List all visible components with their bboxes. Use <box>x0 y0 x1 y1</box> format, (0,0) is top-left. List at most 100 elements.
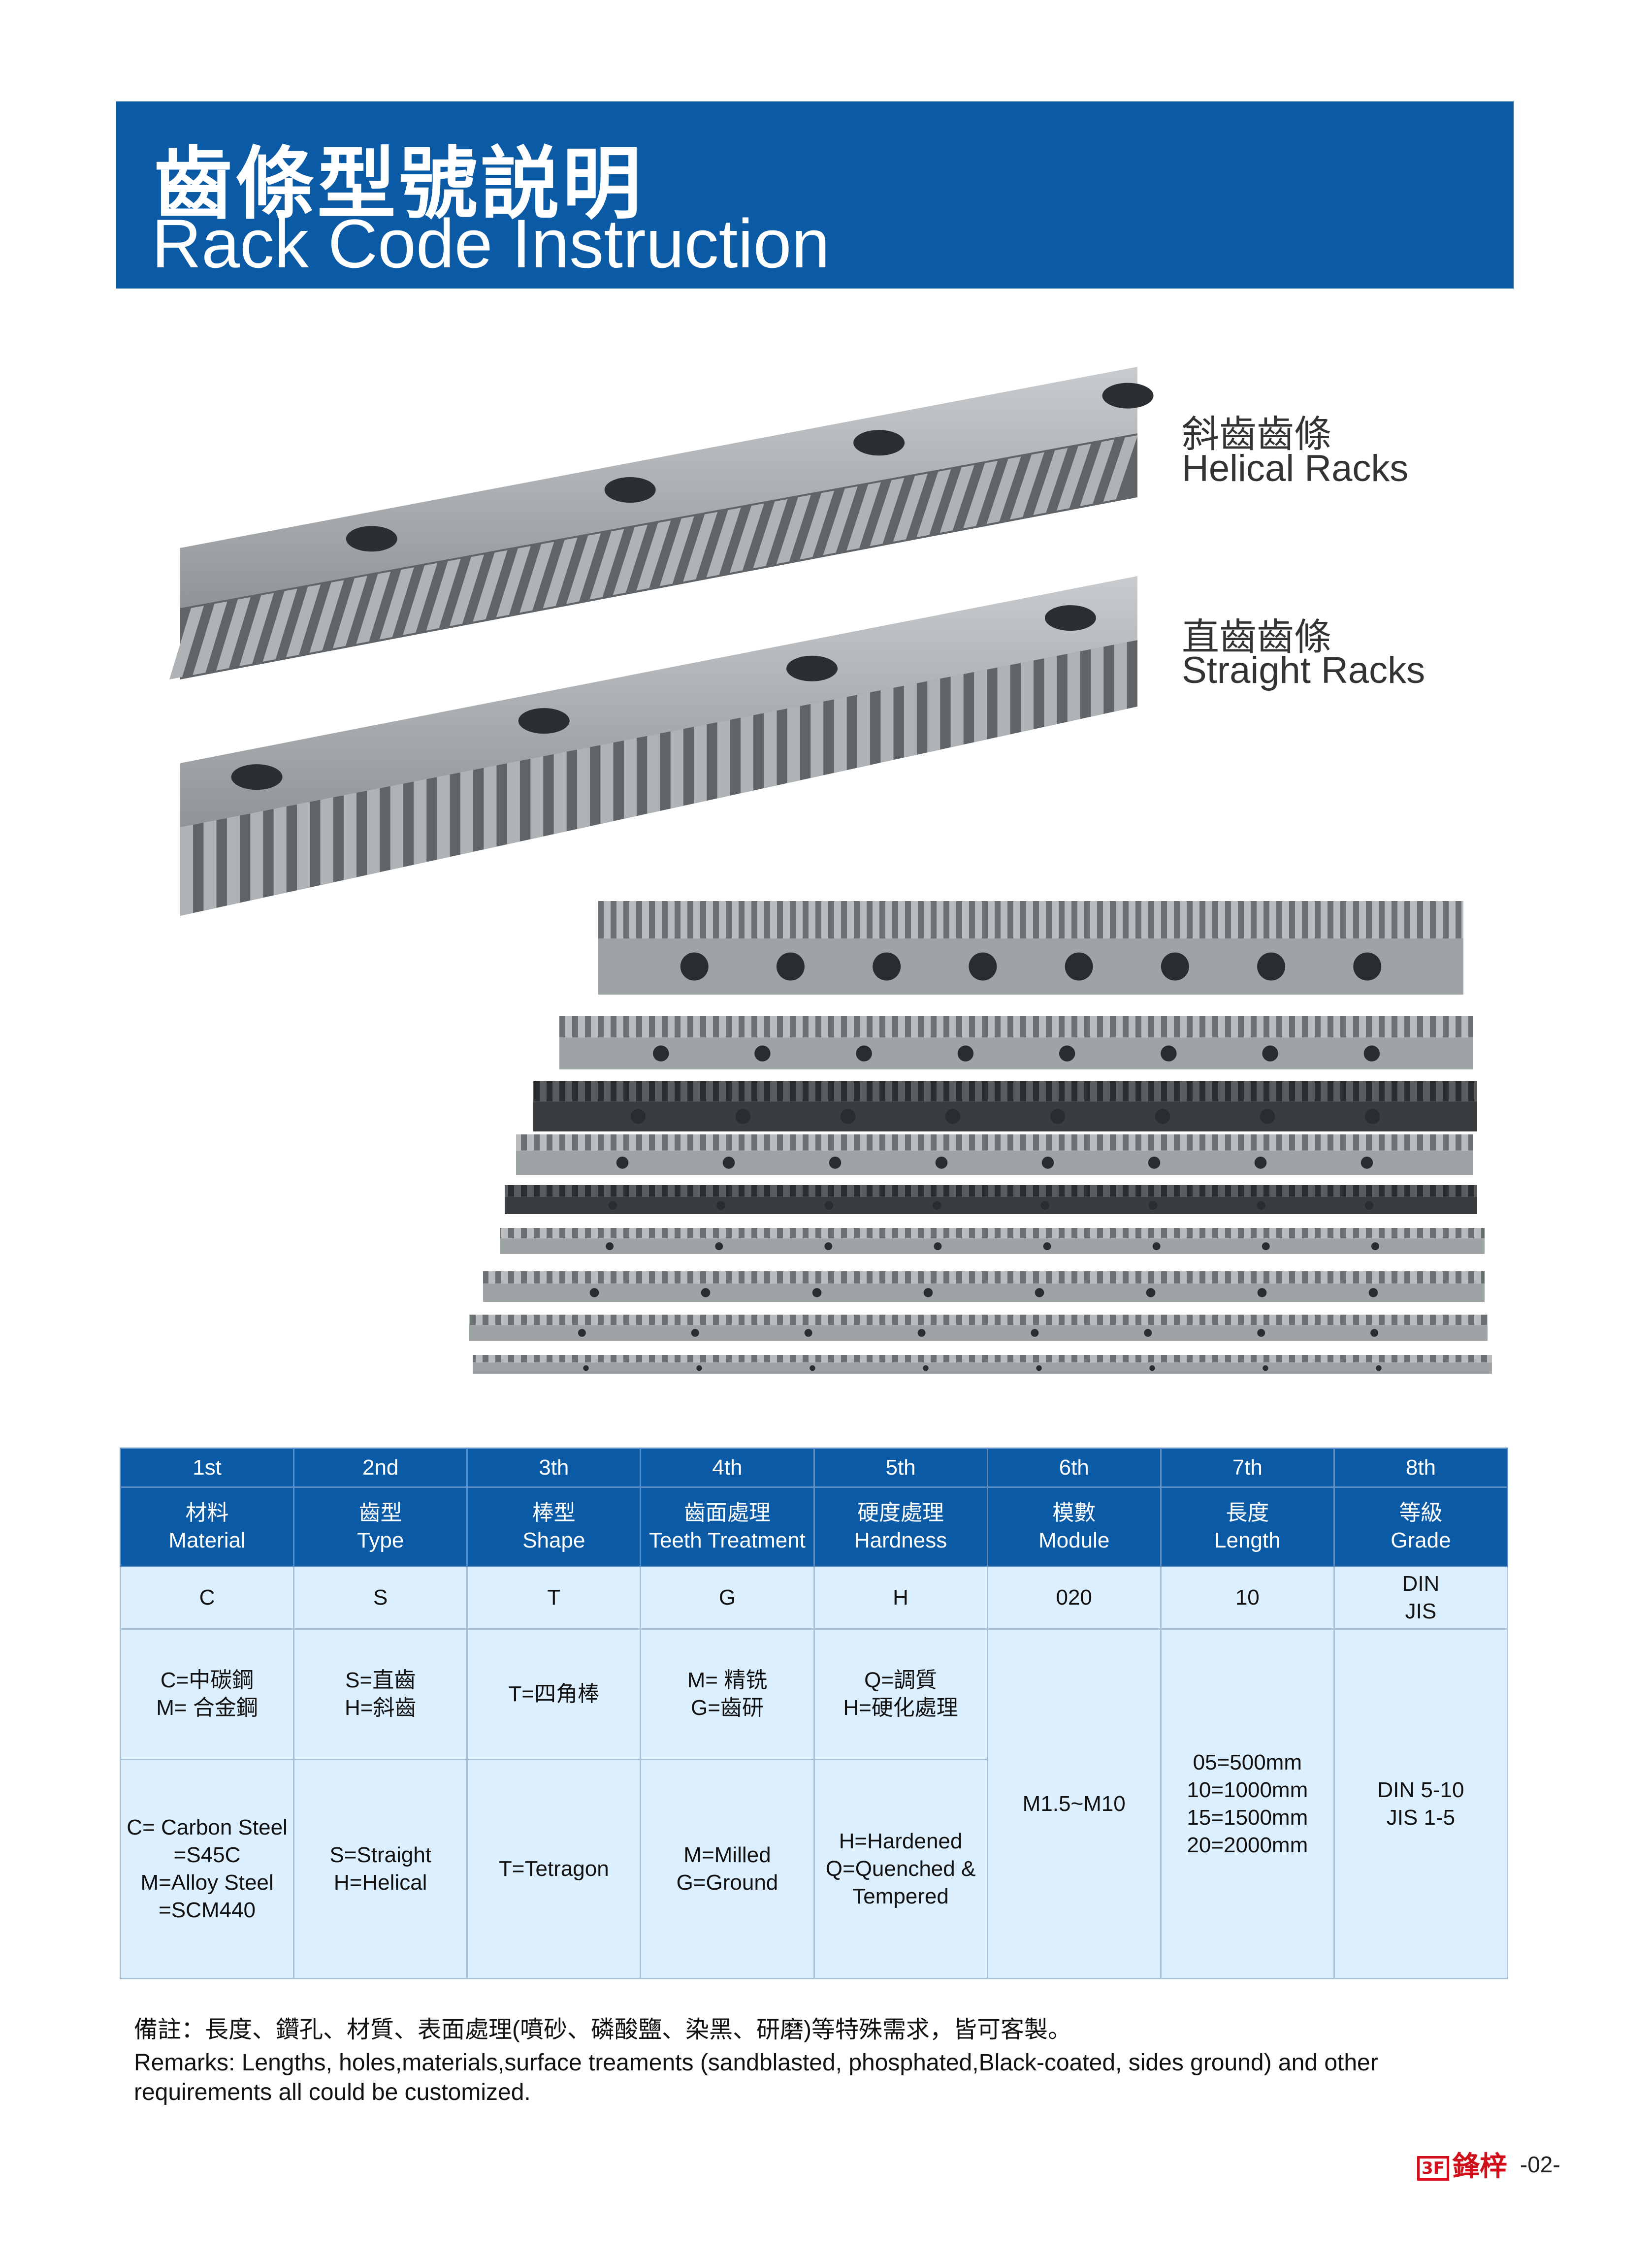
mounting-hole <box>1263 1365 1268 1371</box>
code-desc-cn: C=中碳鋼 M= 合金鋼 <box>119 1628 295 1760</box>
rack-tooth <box>1044 655 1057 727</box>
rack-sample-3 <box>533 1081 1477 1131</box>
rack-tooth <box>414 779 427 865</box>
mounting-hole <box>608 1201 617 1210</box>
mounting-hole <box>1065 952 1093 981</box>
rack-tooth <box>589 529 624 600</box>
mounting-hole <box>923 1288 933 1297</box>
mounting-hole <box>583 1365 589 1371</box>
rack-sample-5 <box>505 1185 1477 1214</box>
rack-tooth <box>636 520 671 591</box>
code-desc-cn: S=直齒 H=斜齒 <box>293 1628 468 1760</box>
mounting-hole <box>1102 383 1154 409</box>
mounting-hole <box>691 1329 699 1337</box>
rack-tooth <box>193 601 227 675</box>
mounting-hole <box>518 708 570 734</box>
mounting-hole <box>804 1329 812 1337</box>
mounting-hole <box>923 1365 929 1371</box>
mounting-hole <box>1376 1365 1382 1371</box>
rack-sample-7 <box>483 1271 1485 1302</box>
rack-tooth <box>706 508 741 578</box>
mounting-hole <box>722 1157 735 1169</box>
mounting-hole <box>1360 1157 1373 1169</box>
header-en: Grade <box>1391 1528 1451 1552</box>
mounting-hole <box>957 1045 974 1062</box>
column-position: 6th <box>986 1448 1162 1488</box>
helical-rack-image <box>169 367 1154 679</box>
rack-tooth <box>203 820 217 911</box>
column-position: 2nd <box>293 1448 468 1488</box>
rack-tooth <box>694 724 707 804</box>
remarks-en-line1: Remarks: Lengths, holes,materials,surfac… <box>134 2050 1378 2076</box>
rack-tooth <box>893 473 928 542</box>
rack-tooth <box>997 665 1010 738</box>
mounting-hole <box>616 1157 629 1169</box>
column-position: 3th <box>466 1448 642 1488</box>
mounting-hole <box>856 1045 872 1062</box>
mounting-hole <box>1035 1288 1044 1297</box>
grade-range: DIN 5-10 JIS 1-5 <box>1333 1628 1509 1979</box>
length-codes: 05=500mm 10=1000mm 15=1500mm 20=2000mm <box>1160 1628 1335 1979</box>
mounting-hole <box>1152 1242 1161 1251</box>
mounting-hole <box>716 1201 725 1210</box>
rack-tooth <box>1056 444 1091 511</box>
code-desc-cn: Q=調質 H=硬化處理 <box>813 1628 988 1760</box>
rack-tooth <box>367 788 380 875</box>
rack-tooth <box>787 706 800 783</box>
rack-tooth <box>530 756 544 839</box>
rack-tooth <box>613 524 648 595</box>
title-banner: 齒條型號説明 Rack Code Instruction <box>116 101 1514 289</box>
header-cn: 等級 <box>1399 1501 1443 1525</box>
code-desc-en: C= Carbon Steel =S45C M=Alloy Steel =SCM… <box>119 1759 295 1979</box>
rack-tooth <box>484 765 497 850</box>
header-en: Shape <box>522 1528 585 1552</box>
mounting-hole <box>1371 1242 1379 1251</box>
mounting-hole <box>606 1242 614 1251</box>
rack-tooth <box>1091 646 1104 717</box>
rack-tooth <box>927 678 940 753</box>
rack-tooth <box>659 516 694 586</box>
rack-tooth <box>950 674 964 747</box>
mounting-hole <box>604 477 656 503</box>
rack-tooth <box>390 783 403 870</box>
rack-tooth <box>403 563 438 635</box>
mounting-hole <box>810 1365 815 1371</box>
rack-tooth <box>519 542 554 613</box>
mounting-hole <box>1364 1201 1374 1210</box>
rack-tooth <box>449 554 485 626</box>
mounting-hole <box>346 526 397 552</box>
rack-tooth <box>286 584 321 657</box>
mounting-hole <box>578 1329 586 1337</box>
column-position: 1st <box>119 1448 295 1488</box>
header-cn: 硬度處理 <box>857 1501 944 1525</box>
mounting-hole <box>824 1201 834 1210</box>
header-en: Material <box>168 1528 246 1552</box>
mounting-hole <box>1257 1329 1265 1337</box>
mounting-hole <box>1041 1157 1054 1169</box>
code-example: S <box>293 1566 468 1630</box>
mounting-hole <box>945 1109 961 1124</box>
rack-tooth <box>986 456 1021 524</box>
rack-sample-8 <box>469 1315 1488 1341</box>
rack-tooth <box>857 692 871 768</box>
rack-tooth <box>846 482 881 551</box>
mounting-hole <box>1043 1242 1051 1251</box>
mounting-hole <box>1257 952 1286 981</box>
page-title-en: Rack Code Instruction <box>152 205 830 282</box>
mounting-hole <box>231 764 283 790</box>
column-position: 8th <box>1333 1448 1509 1488</box>
rack-tooth <box>180 824 194 916</box>
mounting-hole <box>1036 1365 1042 1371</box>
header-cn: 棒型 <box>532 1501 576 1525</box>
mounting-hole <box>873 952 901 981</box>
mounting-hole <box>1161 952 1189 981</box>
column-header: 棒型 Shape <box>466 1486 642 1567</box>
mounting-hole <box>840 1109 856 1124</box>
rack-tooth <box>800 490 835 560</box>
rack-tooth <box>473 550 508 622</box>
rack-tooth <box>1033 448 1068 516</box>
